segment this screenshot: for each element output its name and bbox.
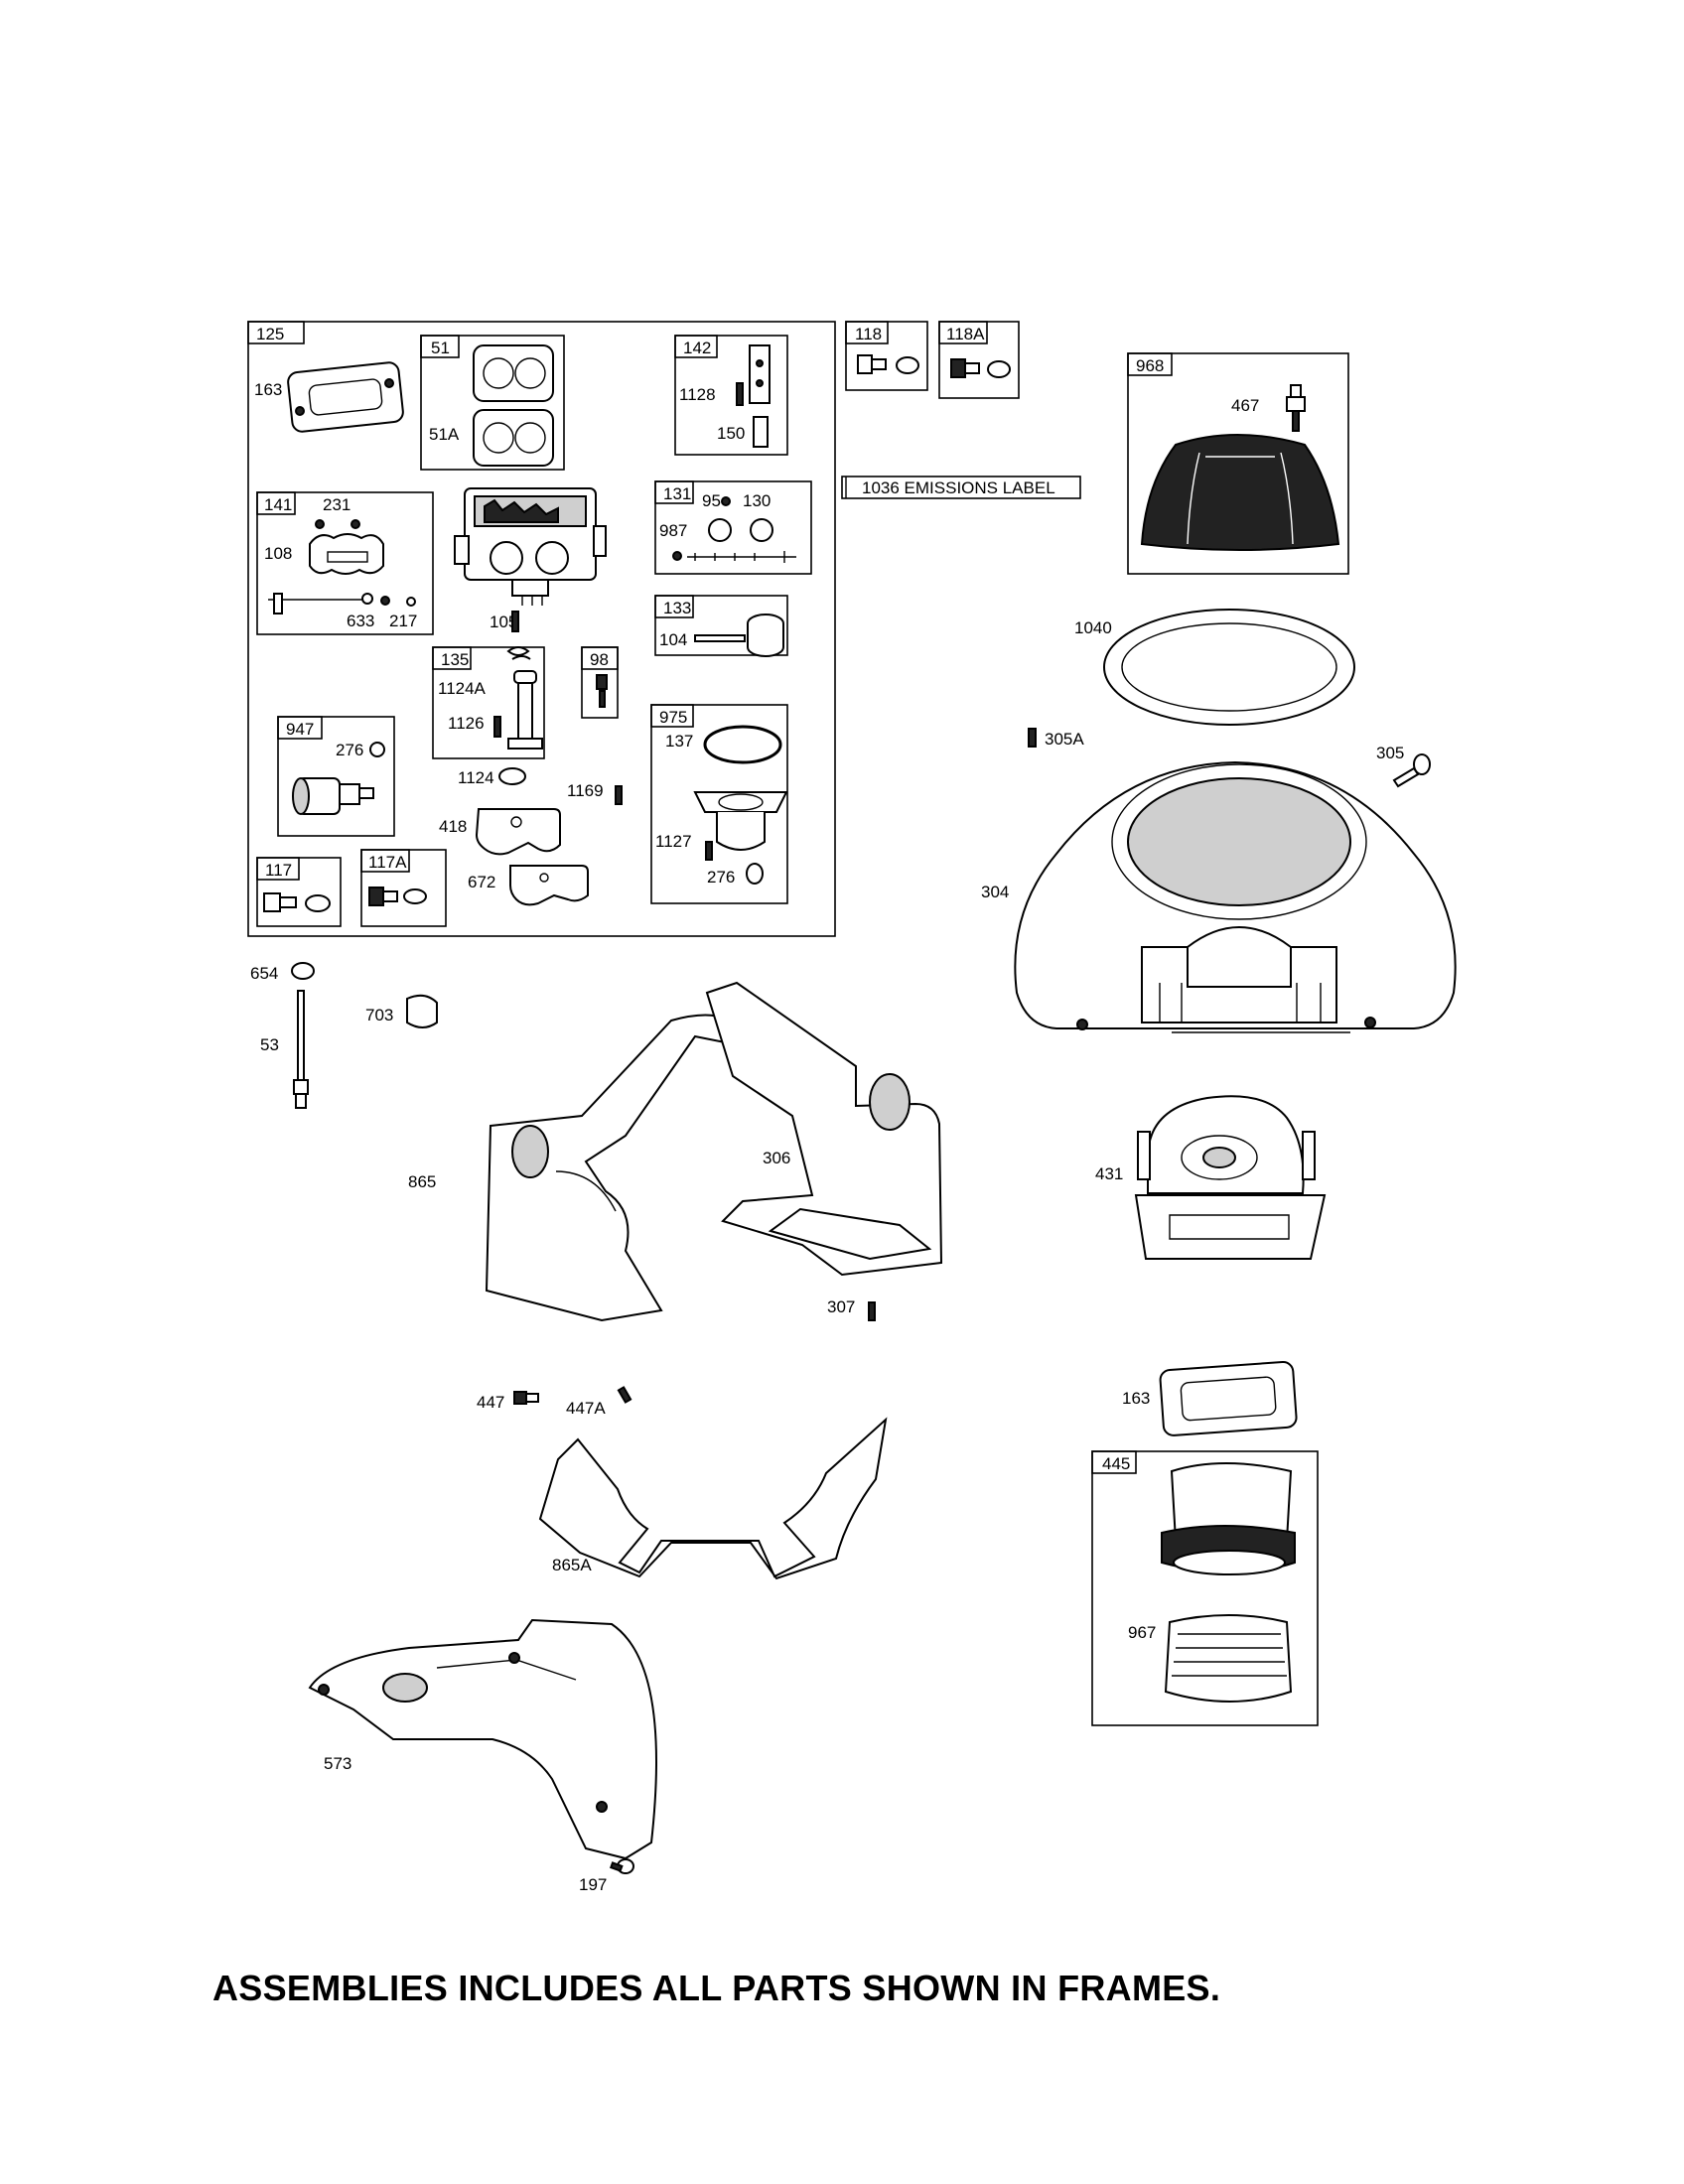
callout-573: 573 bbox=[324, 1754, 351, 1773]
callout-1127: 1127 bbox=[655, 832, 692, 851]
callout-467: 467 bbox=[1231, 396, 1259, 415]
frame-975-label: 975 bbox=[659, 708, 687, 727]
callout-95: 95 bbox=[702, 491, 721, 510]
callout-108: 108 bbox=[264, 544, 292, 563]
frame-135: 135 1124A 1126 bbox=[432, 646, 545, 759]
callout-654: 654 bbox=[250, 964, 278, 983]
callout-217: 217 bbox=[389, 612, 417, 630]
callout-1128: 1128 bbox=[679, 385, 716, 404]
frame-118A-label: 118A bbox=[946, 325, 985, 343]
frame-947: 947 276 bbox=[277, 716, 395, 837]
blower-housing-304 bbox=[1014, 760, 1457, 1033]
screw-447 bbox=[513, 1391, 539, 1405]
callout-276b: 276 bbox=[707, 868, 735, 887]
callout-53: 53 bbox=[260, 1035, 279, 1054]
callout-633: 633 bbox=[347, 612, 374, 630]
frame-98-label: 98 bbox=[590, 650, 609, 669]
callout-306: 306 bbox=[763, 1149, 790, 1167]
gasket-418 bbox=[475, 808, 561, 856]
callout-137: 137 bbox=[665, 732, 693, 751]
callout-1124A: 1124A bbox=[438, 679, 487, 698]
frame-133: 133 104 bbox=[654, 595, 788, 657]
frame-968-blower-cover: 968 467 bbox=[1127, 352, 1349, 575]
callout-447A: 447A bbox=[566, 1399, 606, 1418]
screw-197 bbox=[609, 1858, 634, 1874]
gasket-163-small bbox=[287, 361, 404, 433]
callout-105: 105 bbox=[490, 613, 517, 631]
callout-1124: 1124 bbox=[458, 768, 494, 787]
callout-987: 987 bbox=[659, 521, 687, 540]
callout-163: 163 bbox=[254, 380, 282, 399]
frame-117: 117 bbox=[256, 857, 342, 927]
callout-163b: 163 bbox=[1122, 1389, 1150, 1408]
frame-968-label: 968 bbox=[1136, 356, 1164, 375]
frame-142-label: 142 bbox=[683, 339, 711, 357]
gasket-672 bbox=[509, 865, 589, 906]
frame-98: 98 bbox=[581, 646, 619, 719]
frame-141: 141 231 108 633 217 bbox=[256, 491, 434, 635]
frame-141-label: 141 bbox=[264, 495, 292, 514]
callout-967: 967 bbox=[1128, 1623, 1156, 1642]
frame-117A-label: 117A bbox=[368, 853, 407, 872]
frame-118A: 118A bbox=[938, 321, 1020, 399]
frame-131-label: 131 bbox=[663, 484, 691, 503]
frame-51-label: 51 bbox=[431, 339, 450, 357]
callout-865A: 865A bbox=[552, 1556, 592, 1574]
air-guide-865 bbox=[485, 1014, 743, 1322]
callout-130: 130 bbox=[743, 491, 771, 510]
callout-447: 447 bbox=[477, 1393, 504, 1412]
air-guide-306 bbox=[705, 981, 943, 1277]
ring-1040 bbox=[1103, 609, 1355, 726]
bracket-865A bbox=[538, 1417, 888, 1580]
frame-125-label: 125 bbox=[256, 325, 284, 343]
callout-865: 865 bbox=[408, 1172, 436, 1191]
frame-133-label: 133 bbox=[663, 599, 691, 617]
callout-276: 276 bbox=[336, 741, 363, 759]
air-cleaner-base-431 bbox=[1134, 1095, 1327, 1260]
frame-117A: 117A bbox=[360, 849, 447, 927]
frame-131: 131 95 130 987 bbox=[654, 480, 812, 575]
callout-672: 672 bbox=[468, 873, 495, 891]
baffle-573 bbox=[308, 1618, 657, 1860]
frame-118-label: 118 bbox=[855, 325, 882, 343]
callout-304: 304 bbox=[981, 883, 1009, 901]
frame-142: 142 1128 150 bbox=[674, 335, 788, 456]
callout-104: 104 bbox=[659, 630, 687, 649]
frame-51-gaskets: 51 51A bbox=[420, 335, 565, 471]
frame-975: 975 137 1127 276 bbox=[650, 704, 788, 904]
callout-703: 703 bbox=[365, 1006, 393, 1024]
frame-445-label: 445 bbox=[1102, 1454, 1130, 1473]
callout-307: 307 bbox=[827, 1297, 855, 1316]
assemblies-footer-note: ASSEMBLIES INCLUDES ALL PARTS SHOWN IN F… bbox=[212, 1968, 1221, 2008]
callout-305: 305 bbox=[1376, 744, 1404, 762]
carburetor-body bbox=[454, 487, 607, 606]
part-654 bbox=[291, 962, 315, 980]
callout-1126: 1126 bbox=[448, 714, 485, 733]
rod-53 bbox=[293, 990, 309, 1109]
frame-125-carburetor-assembly: 125 163 51 51A 142 bbox=[247, 321, 836, 937]
callout-51A: 51A bbox=[429, 425, 460, 444]
screw-305 bbox=[1392, 753, 1431, 788]
callout-418: 418 bbox=[439, 817, 467, 836]
frame-947-label: 947 bbox=[286, 720, 314, 739]
callout-1040: 1040 bbox=[1074, 618, 1112, 637]
callout-197: 197 bbox=[579, 1875, 607, 1894]
callout-231: 231 bbox=[323, 495, 351, 514]
frame-117-label: 117 bbox=[265, 861, 292, 880]
callout-305A: 305A bbox=[1045, 730, 1084, 749]
gasket-163-right bbox=[1159, 1361, 1298, 1436]
callout-1169: 1169 bbox=[567, 781, 604, 800]
callout-150: 150 bbox=[717, 424, 745, 443]
frame-118: 118 bbox=[845, 321, 928, 391]
emissions-label: 1036 EMISSIONS LABEL bbox=[862, 478, 1055, 497]
callout-431: 431 bbox=[1095, 1164, 1123, 1183]
emissions-label-box: 1036 EMISSIONS LABEL bbox=[841, 476, 1081, 499]
frame-445-air-filter: 445 bbox=[1091, 1450, 1319, 1726]
frame-135-label: 135 bbox=[441, 650, 469, 669]
part-703 bbox=[406, 994, 438, 1028]
